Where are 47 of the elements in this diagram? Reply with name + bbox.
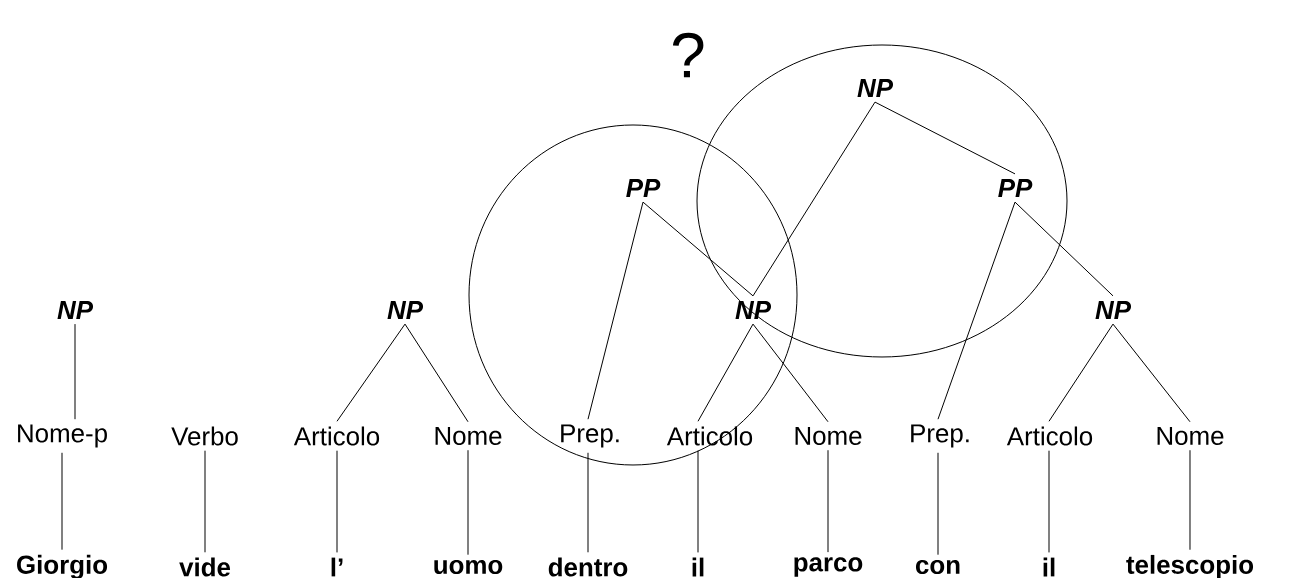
tree-branch <box>1048 450 1050 553</box>
word-label: parco <box>794 557 863 577</box>
word-label: con <box>916 559 960 575</box>
tree-branch <box>404 323 469 423</box>
tree-branch <box>587 201 644 420</box>
word-label: uomo <box>434 559 503 575</box>
tree-branch <box>874 101 1016 175</box>
tree-branch <box>697 323 754 422</box>
tree-branch <box>467 449 469 556</box>
tree-branch <box>1189 449 1191 551</box>
tree-branch <box>336 450 338 553</box>
category-label: Nome <box>435 426 502 446</box>
tree-branch <box>752 101 876 297</box>
tree-branch <box>336 323 406 422</box>
tree-branch <box>752 323 829 423</box>
tree-branch <box>587 452 589 553</box>
tree-branch <box>204 450 206 553</box>
category-label: Verbo <box>171 426 238 446</box>
phrase-label: NP <box>857 79 894 97</box>
word-label: l’ <box>331 557 343 577</box>
tree-branch <box>1112 323 1191 423</box>
category-label: Nome <box>1157 426 1224 446</box>
phrase-label: PP <box>998 179 1033 197</box>
phrase-label: NP <box>57 301 94 319</box>
category-label: Prep. <box>911 424 969 448</box>
category-label: Articolo <box>293 426 380 446</box>
category-label: Nome-p <box>18 424 107 448</box>
tree-branch <box>937 201 1016 420</box>
word-label: vide <box>179 557 231 577</box>
category-label: Articolo <box>1006 426 1093 446</box>
tree-branch <box>697 450 699 553</box>
category-label: Prep. <box>561 424 619 448</box>
category-label: Nome <box>795 426 862 446</box>
word-label: il <box>692 557 704 577</box>
phrase-label: PP <box>626 179 661 197</box>
tree-branch <box>937 452 939 556</box>
word-label: il <box>1043 557 1055 577</box>
tree-branch <box>1014 201 1114 297</box>
tree-branch <box>61 452 63 551</box>
tree-branch <box>1048 323 1114 422</box>
tree-branch <box>827 449 829 553</box>
phrase-label: NP <box>387 301 424 319</box>
tree-branch <box>642 201 754 297</box>
tree-branch <box>74 323 76 420</box>
phrase-label: NP <box>1095 301 1131 319</box>
word-label: dentro <box>548 557 628 577</box>
question-mark: ? <box>672 32 704 78</box>
